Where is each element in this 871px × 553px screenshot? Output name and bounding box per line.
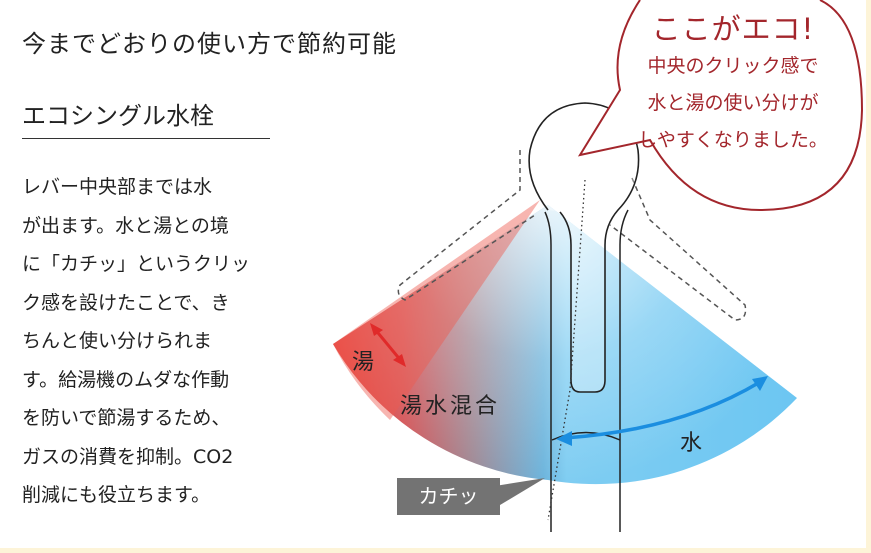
- cold-range-arrow: [556, 376, 768, 446]
- title-underline: [22, 138, 270, 139]
- click-label-pointer: [495, 478, 545, 508]
- headline: 今までどおりの使い方で節約可能: [22, 30, 397, 58]
- description-line: が出ます。水と湯との境: [22, 214, 229, 237]
- body-arc: [551, 431, 621, 441]
- description-line: ちんと使い分けられま: [22, 330, 213, 352]
- description-line: に「カチッ」というクリッ: [22, 253, 251, 275]
- callout-title: ここがエコ!: [651, 12, 815, 46]
- lever-outline: [528, 102, 640, 393]
- cold-label: 水: [680, 431, 703, 456]
- description: レバー中央部までは水 が出ます。水と湯との境 に「カチッ」というクリッ ク感を設…: [22, 168, 282, 515]
- product-title: エコシングル水栓: [22, 102, 214, 130]
- callout-bubble: [577, 0, 864, 212]
- description-line: 削減にも役立ちます。: [22, 484, 211, 506]
- hot-band: [333, 200, 540, 420]
- body-left-line: [544, 211, 552, 532]
- lever-left-outline: [397, 150, 536, 301]
- mixed-label: 湯水混合: [400, 394, 501, 419]
- fan-highlight: [333, 205, 797, 485]
- callout-line: しやすくなりました。: [638, 129, 828, 151]
- body-right-line: [619, 209, 629, 532]
- description-line: ク感を設けたことで、き: [22, 291, 230, 314]
- click-label: カチッ: [397, 478, 500, 515]
- hot-range-arrow: [370, 323, 406, 367]
- lever-right-outline: [609, 177, 747, 321]
- center-dotted-line: [547, 179, 586, 521]
- description-line: を防いで節湯するため、: [22, 407, 231, 429]
- callout-line: 中央のクリック感で: [647, 55, 819, 77]
- callout-line: 水と湯の使い分けが: [647, 92, 819, 114]
- description-line: す。給湯機のムダな作動: [22, 368, 230, 391]
- description-line: レバー中央部までは水: [22, 176, 213, 198]
- hot-label: 湯: [352, 350, 375, 375]
- description-line: ガスの消費を抑制。CO2: [22, 445, 234, 468]
- callout: ここがエコ! 中央のクリック感で 水と湯の使い分けが しやすくなりました。: [608, 0, 858, 159]
